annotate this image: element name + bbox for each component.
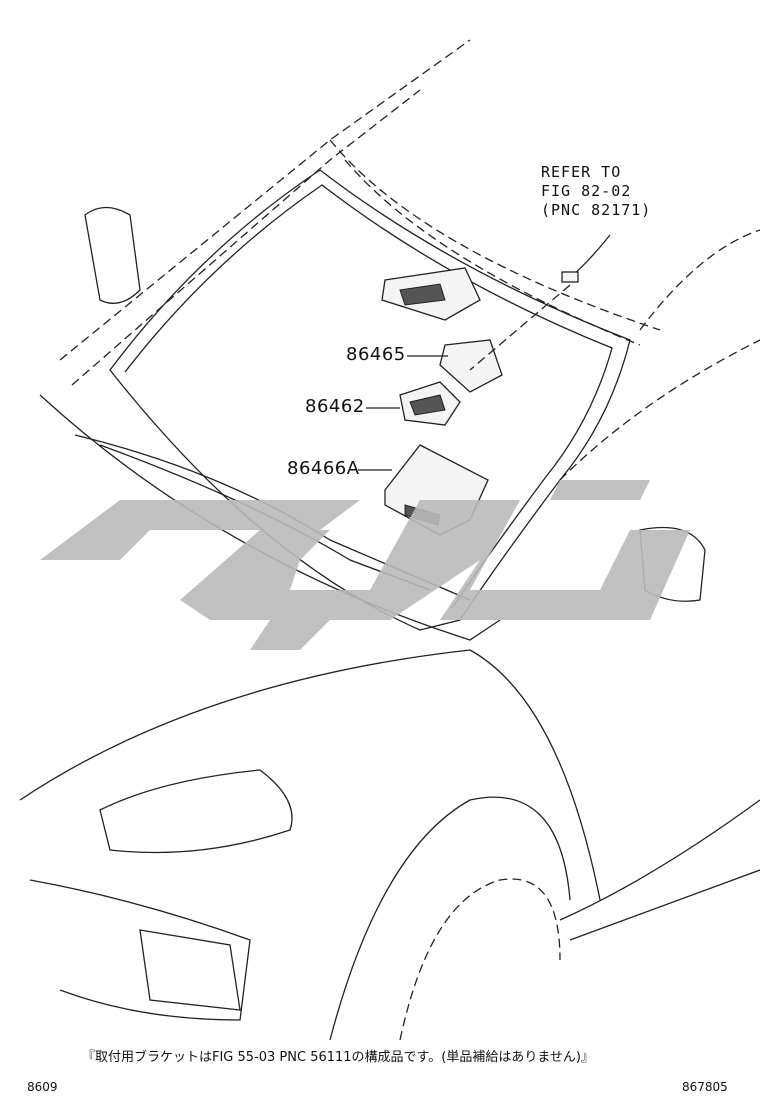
wheel-outline bbox=[399, 878, 561, 1041]
bracket-mount bbox=[381, 267, 481, 321]
headlight bbox=[99, 769, 293, 854]
part-label-86466a: 86466A bbox=[287, 458, 360, 479]
refer-note: REFER TO FIG 82-02 (PNC 82171) bbox=[541, 163, 651, 220]
door-line-2 bbox=[559, 339, 760, 481]
a-pillar-line bbox=[71, 89, 421, 386]
part-86462-sensor bbox=[399, 381, 461, 426]
refer-line-3: (PNC 82171) bbox=[541, 201, 652, 219]
part-label-86465: 86465 bbox=[346, 344, 406, 365]
left-mirror bbox=[84, 206, 141, 304]
side-rocker bbox=[569, 869, 760, 941]
part-86465-bracket bbox=[439, 339, 503, 393]
refer-line-2: FIG 82-02 bbox=[541, 182, 632, 200]
door-line bbox=[639, 229, 760, 331]
hood-line bbox=[19, 649, 471, 801]
leader-refer bbox=[469, 284, 571, 371]
part-label-86462: 86462 bbox=[305, 396, 365, 417]
fender-arch bbox=[329, 796, 571, 1041]
corner-left-code: 8609 bbox=[27, 1080, 58, 1094]
roof-edge-inner bbox=[344, 159, 641, 346]
fog-lamp bbox=[139, 929, 241, 1011]
bumper-line bbox=[29, 879, 251, 1021]
refer-line-1: REFER TO bbox=[541, 163, 622, 181]
refer-cable bbox=[571, 234, 611, 277]
side-body-line bbox=[559, 799, 760, 921]
connector bbox=[561, 271, 579, 283]
roof-outline bbox=[59, 39, 471, 361]
windshield-inner bbox=[124, 184, 613, 609]
windshield-outline bbox=[109, 169, 631, 631]
footnote: 『取付用ブラケットはFIG 55-03 PNC 56111の構成品です。(単品補… bbox=[82, 1050, 595, 1065]
corner-right-code: 867805 bbox=[682, 1080, 728, 1094]
watermark-logo bbox=[40, 480, 690, 650]
fender-line bbox=[469, 649, 601, 901]
